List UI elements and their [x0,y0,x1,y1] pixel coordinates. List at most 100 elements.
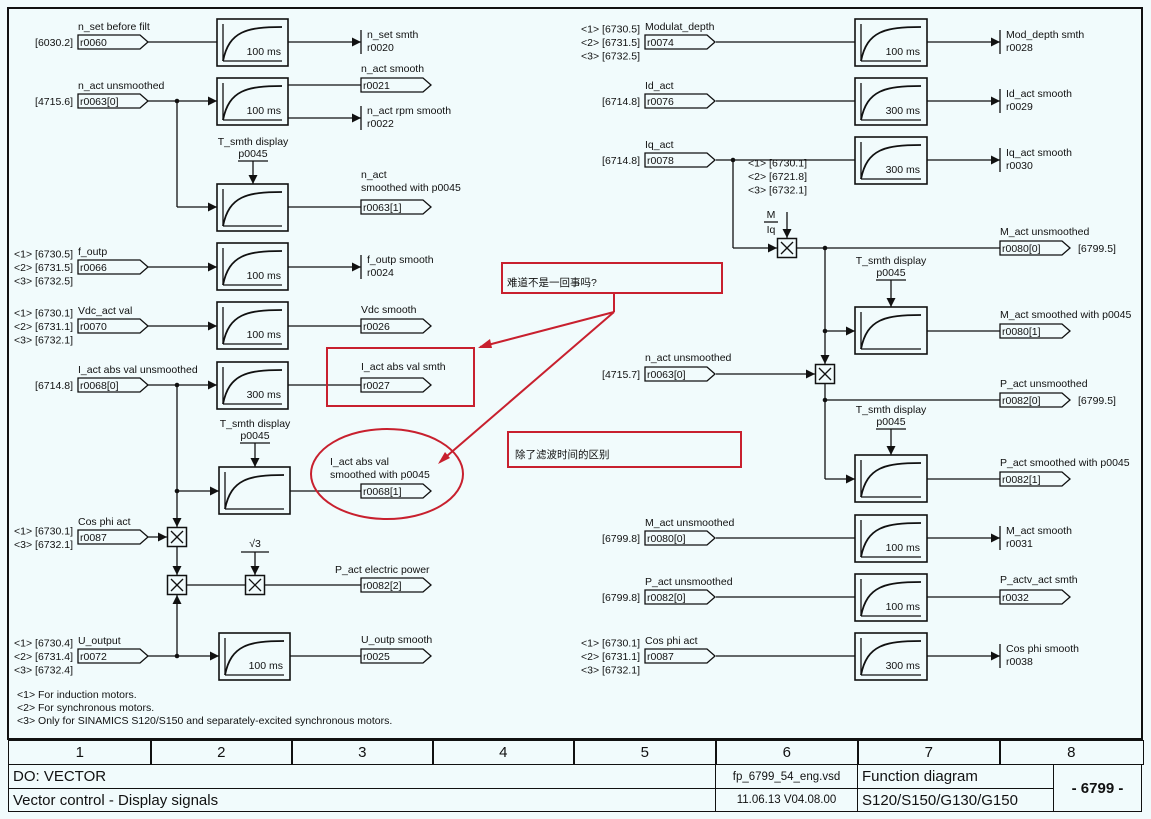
input-connector[interactable] [644,93,716,109]
fraction-denominator: Iq [767,224,776,236]
arrowhead-icon [172,595,182,604]
output-label: n_act rpm smooth [367,105,451,117]
input-connector[interactable] [77,318,149,334]
connector-parameter: r0080[1] [1002,326,1041,338]
fraction-numerator: M [767,209,776,221]
input-label: U_output [78,635,121,647]
output-connector[interactable] [360,648,432,664]
input-label: f_outp [78,246,107,258]
connector-parameter: r0063[0] [80,96,119,108]
output-connector[interactable] [360,577,432,593]
input-label: Cos phi act [645,635,698,647]
output-connector[interactable] [999,323,1071,339]
cross-reference: <2> [6731.1] [581,651,640,663]
output-connector[interactable] [360,199,432,215]
output-parameter: r0038 [1006,656,1033,668]
pt1-curve-icon [222,369,283,405]
cross-reference: <2> [6731.4] [14,651,73,663]
output-label: Id_act smooth [1006,88,1072,100]
output-connector[interactable] [360,483,432,499]
input-label: Cos phi act [78,516,131,528]
arrowhead-icon [352,37,361,47]
cross-reference: <1> [6730.1] [581,638,640,650]
input-connector[interactable] [77,648,149,664]
output-connector[interactable] [999,589,1071,605]
smoothing-filter-block [216,183,289,232]
column-number: 2 [150,740,293,765]
output-connector[interactable] [999,240,1071,256]
smoothing-filter-block [854,18,928,67]
arrowhead-icon [250,566,260,575]
output-connector[interactable] [360,377,432,393]
connector-parameter: r0078 [647,155,674,167]
output-connector[interactable] [999,471,1071,487]
connector-parameter: r0063[1] [363,202,402,214]
cross-reference: [6799.5] [1078,395,1116,407]
output-label: Cos phi smooth [1006,643,1079,655]
cross-reference: <3> [6732.1] [14,539,73,551]
input-connector[interactable] [77,377,149,393]
callout-arrowhead-icon [478,339,492,348]
t-smooth-parameter: p0045 [238,148,267,160]
smoothing-filter-block [854,632,928,681]
input-connector[interactable] [644,589,716,605]
smoothing-filter-block [218,466,291,515]
input-connector[interactable] [77,93,149,109]
arrowhead-icon [991,37,1000,47]
arrowhead-icon [210,651,219,661]
arrowhead-icon [352,262,361,272]
date-version: 11.06.13 V04.08.00 [715,788,858,812]
input-connector[interactable] [644,648,716,664]
arrowhead-icon [991,155,1000,165]
input-connector[interactable] [77,34,149,50]
smoothing-filter-block [854,573,928,622]
connector-parameter: r0070 [80,321,107,333]
cross-reference: [6714.8] [602,96,640,108]
filter-time-constant: 100 ms [247,270,281,282]
input-connector[interactable] [644,152,716,168]
smoothing-filter-block [854,77,928,126]
input-connector[interactable] [77,259,149,275]
output-parameter: r0028 [1006,42,1033,54]
connector-parameter: r0025 [363,651,390,663]
arrowhead-icon [846,474,855,484]
pt1-curve-icon [860,144,922,180]
footnote: <2> For synchronous motors. [17,702,154,714]
smoothing-filter-block [854,454,928,503]
output-connector[interactable] [360,77,432,93]
arrowhead-icon [208,96,217,106]
column-number: 7 [857,740,1001,765]
arrowhead-icon [846,326,855,336]
output-label: M_act smooth [1006,525,1072,537]
input-connector[interactable] [644,530,716,546]
input-connector[interactable] [644,34,716,50]
input-connector[interactable] [77,529,149,545]
input-label: Modulat_depth [645,21,715,33]
connector-parameter: r0082[0] [647,592,686,604]
filter-time-constant: 100 ms [247,105,281,117]
pt1-curve-icon [860,314,922,350]
sqrt3-label: √3 [249,538,261,550]
question-callout-text: 难道不是一回事吗? [507,276,597,289]
output-connector[interactable] [360,318,432,334]
cross-reference: [4715.6] [35,96,73,108]
smoothing-filter-block [216,361,289,410]
output-connector[interactable] [999,392,1071,408]
smoothing-filter-block [218,632,291,681]
drive-object-label: DO: VECTOR [8,764,716,789]
smoothing-filter-block [854,306,928,355]
multiply-icon [248,578,262,592]
cross-reference: <1> [6730.5] [581,24,640,36]
connector-parameter: r0082[1] [1002,474,1041,486]
pt1-curve-icon [222,26,283,62]
arrowhead-icon [208,380,217,390]
output-label: f_outp smooth [367,254,434,266]
connector-parameter: r0068[0] [80,380,119,392]
multiply-icon [170,530,184,544]
output-label: smoothed with p0045 [361,182,461,194]
input-connector[interactable] [644,366,716,382]
arrowhead-icon [991,651,1000,661]
t-smooth-parameter: p0045 [876,267,905,279]
